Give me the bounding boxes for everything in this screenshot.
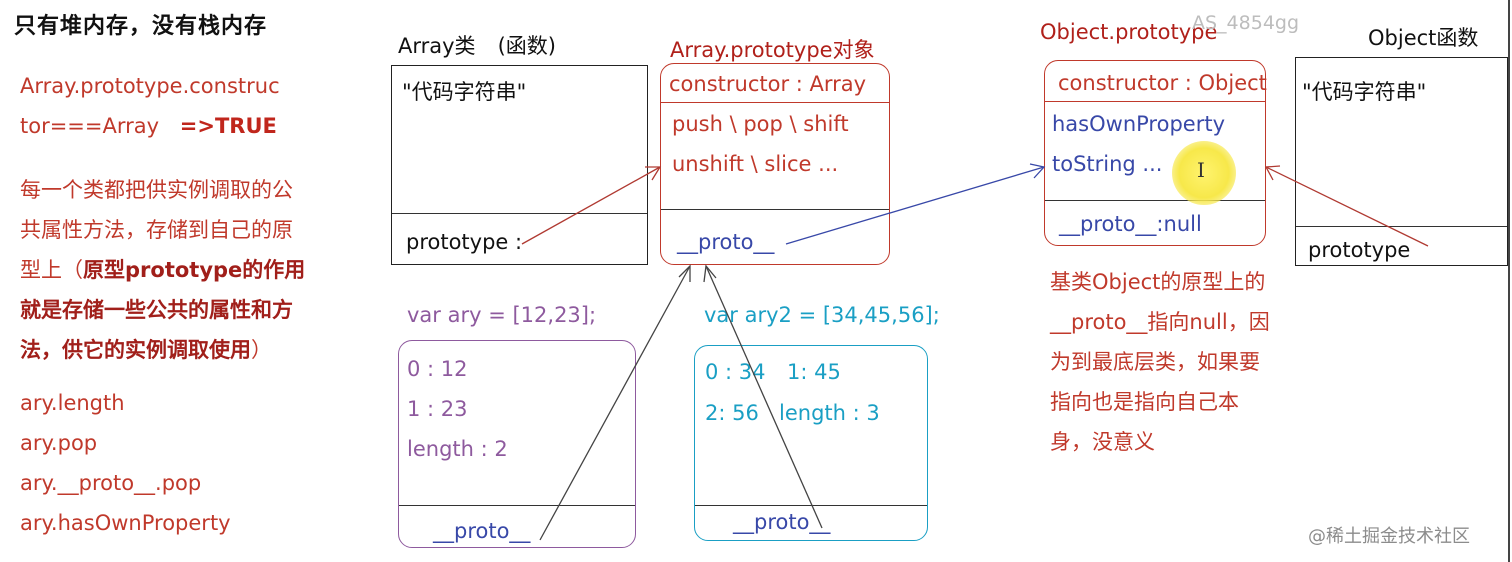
arrowhead: [645, 166, 662, 181]
array-prototype-method: push \ pop \ shift: [672, 112, 849, 136]
divider: [1045, 200, 1265, 201]
array-class-code: "代码字符串": [402, 80, 527, 104]
example-hasownproperty: ary.hasOwnProperty: [20, 511, 231, 535]
ary2-item: 0 : 34: [705, 360, 766, 384]
arrow-ary2-proto-to-array-prototype: [705, 265, 823, 529]
example-length: ary.length: [20, 391, 125, 415]
object-function-title: Object函数: [1368, 26, 1479, 50]
statement-line1: Array.prototype.construc: [20, 74, 280, 98]
arrow-prototype-to-array-prototype: [521, 166, 661, 245]
note-line: 为到最底层类，如果要: [1050, 350, 1260, 374]
divider: [392, 213, 647, 214]
ary-item: 1 : 23: [407, 397, 468, 421]
ary2-proto: __proto__: [733, 510, 831, 534]
prototype-explanation: 每一个类都把供实例调取的公 共属性方法，存储到自己的原 型上（原型prototy…: [20, 170, 338, 370]
array-class-title: Array类(函数): [398, 34, 556, 58]
arrow-array-proto-to-object-prototype: [785, 166, 1045, 245]
arrowhead: [678, 264, 691, 282]
ary2-item: 2: 56: [705, 401, 759, 425]
note-bold: 就是存储一些公共的属性和方: [20, 298, 293, 322]
divider: [661, 209, 889, 210]
arrowhead: [1029, 163, 1046, 179]
ary2-item: 1: 45: [787, 360, 841, 384]
array-prototype-title: Array.prototype对象: [670, 38, 875, 62]
watermark: AS_4854gg: [1192, 12, 1300, 34]
note-bold: 法，供它的实例调取使用: [20, 338, 251, 362]
object-function-code: "代码字符串": [1302, 80, 1427, 104]
note-line: 指向也是指向自己本: [1050, 390, 1239, 414]
object-prototype-constructor: constructor : Object: [1058, 71, 1267, 95]
note-line: 就是存储一些公共的属性和方: [20, 290, 338, 330]
note-line: 法，供它的实例调取使用）: [20, 338, 272, 362]
ary-item: length : 2: [407, 437, 508, 461]
ary-item: 0 : 12: [407, 357, 468, 381]
ary-declaration: var ary = [12,23];: [407, 303, 597, 327]
ary-proto: __proto__: [433, 519, 531, 543]
object-prototype-proto: __proto__:null: [1059, 212, 1202, 236]
source-credit: @稀土掘金技术社区: [1308, 526, 1470, 547]
note-line: 每一个类都把供实例调取的公: [20, 178, 293, 202]
object-prototype-method: toString ...: [1052, 152, 1163, 176]
array-prototype-proto: __proto__: [677, 230, 775, 254]
page-heading: 只有堆内存，没有栈内存: [14, 14, 268, 39]
note-bold: 原型prototype的作用: [83, 258, 306, 282]
arrowhead: [703, 264, 717, 283]
object-function-prototype: prototype: [1308, 238, 1411, 262]
array-prototype-constructor: constructor : Array: [669, 72, 867, 96]
ary2-declaration: var ary2 = [34,45,56];: [704, 303, 940, 327]
arrow-ary-proto-to-array-prototype: [539, 265, 691, 541]
example-proto-pop: ary.__proto__.pop: [20, 471, 202, 495]
array-prototype-box: constructor : Array push \ pop \ shift u…: [660, 63, 890, 265]
statement-line2: tor===Array =>TRUE: [20, 106, 277, 146]
divider: [1045, 101, 1265, 102]
ary2-item: length : 3: [779, 401, 880, 425]
object-function-box: "代码字符串" prototype: [1295, 57, 1508, 266]
note-line: 型上（原型prototype的作用: [20, 258, 306, 282]
divider: [695, 505, 927, 506]
ary2-instance-box: 0 : 34 1: 45 2: 56 length : 3 __proto__: [694, 345, 928, 541]
array-prototype-method: unshift \ slice ...: [672, 152, 839, 176]
ary-instance-box: 0 : 12 1 : 23 length : 2 __proto__: [398, 340, 636, 548]
arrowhead: [1264, 165, 1281, 181]
arrow-object-func-to-object-prototype: [1265, 166, 1429, 247]
statement-result: =>TRUE: [179, 114, 277, 138]
note-line: 身，没意义: [1050, 430, 1155, 454]
cursor-highlight: [1172, 141, 1236, 205]
array-class-box: "代码字符串" prototype :: [391, 65, 648, 265]
array-class-prototype: prototype :: [406, 230, 523, 254]
divider: [1296, 226, 1507, 227]
object-prototype-title: Object.prototype: [1040, 20, 1218, 44]
object-prototype-method: hasOwnProperty: [1052, 112, 1225, 136]
note-line: 基类Object的原型上的: [1050, 270, 1266, 294]
text-cursor-icon: I: [1197, 158, 1205, 182]
statement-expression: tor===Array: [20, 114, 160, 138]
base-class-note: 基类Object的原型上的 __proto__指向null，因 为到最底层类，如…: [1050, 262, 1270, 462]
divider: [399, 505, 635, 506]
note-line: __proto__指向null，因: [1050, 310, 1270, 334]
divider: [661, 102, 889, 103]
right-edge-line: [1508, 0, 1510, 562]
example-pop: ary.pop: [20, 431, 98, 455]
note-line: 共属性方法，存储到自己的原: [20, 218, 293, 242]
